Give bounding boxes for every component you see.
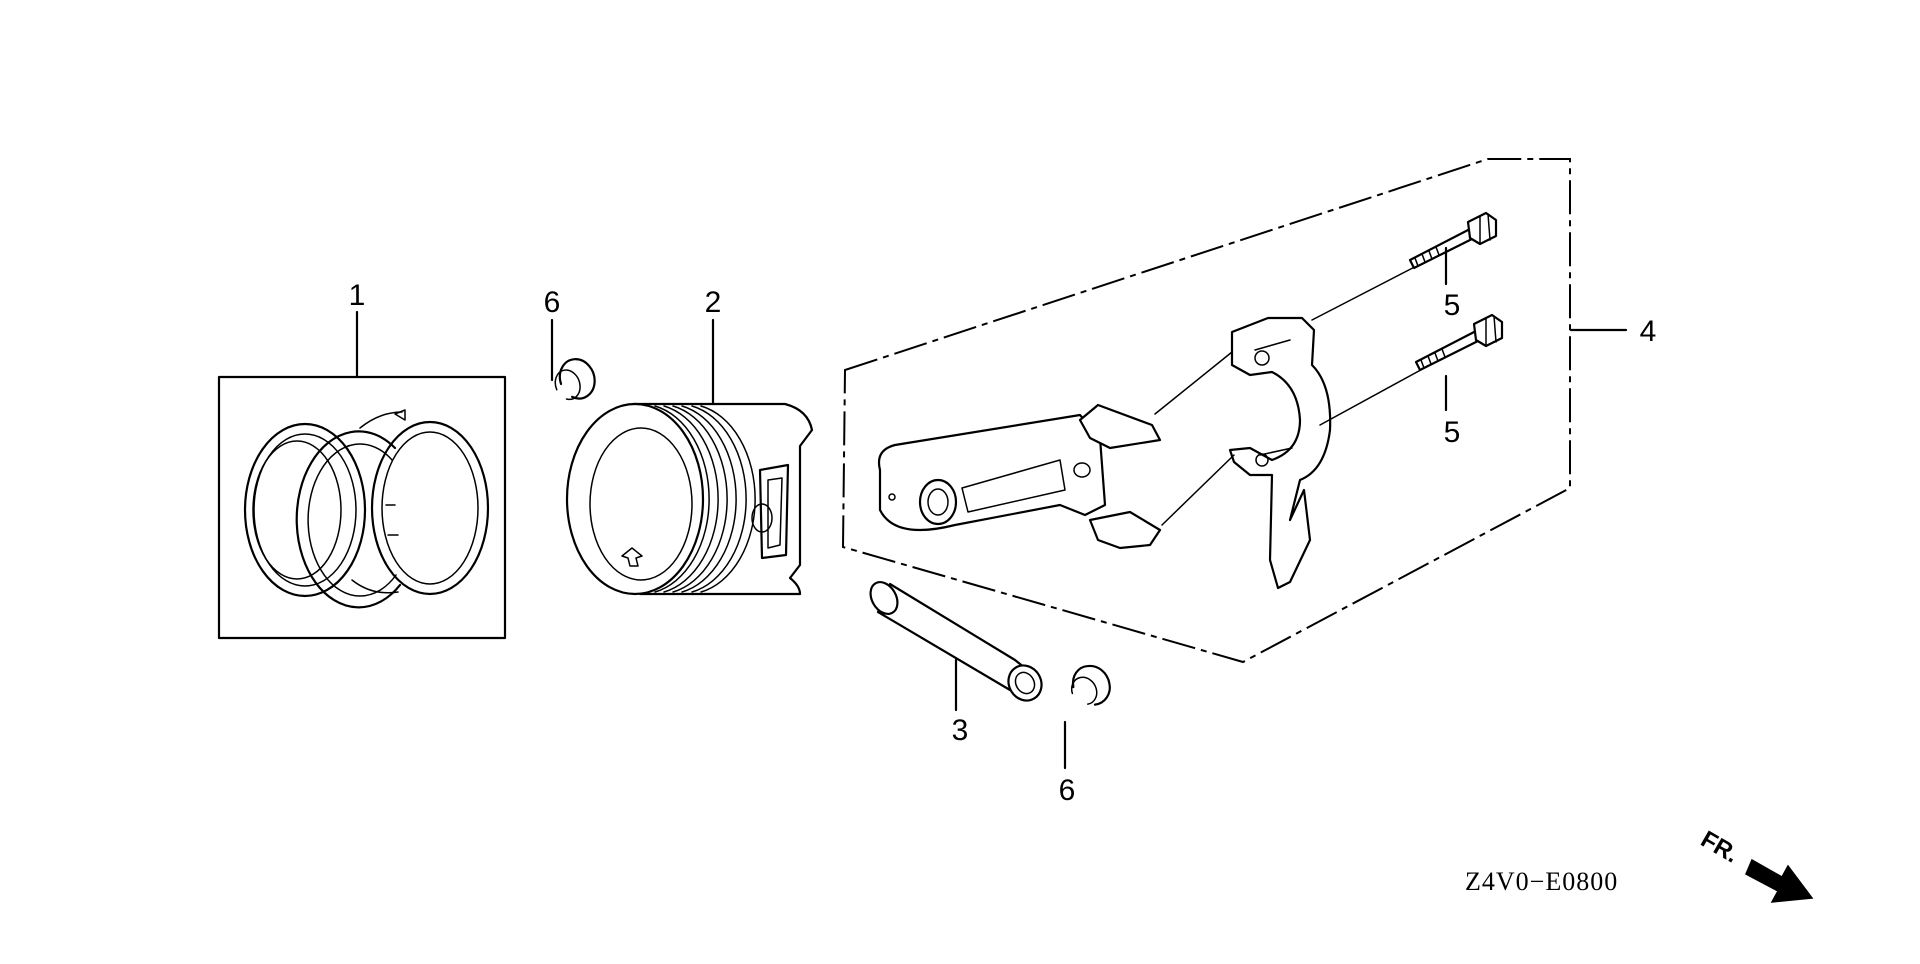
rod-bolt-lower (1414, 313, 1504, 372)
ring-set-box (217, 375, 507, 640)
group-outline (841, 158, 1571, 664)
arrow-down-right-icon (1745, 858, 1814, 903)
callout-6-upper: 6 (544, 286, 561, 319)
callout-5-upper: 5 (1444, 289, 1461, 322)
rod-bolt-upper (1408, 211, 1498, 270)
circlip-upper (554, 358, 596, 401)
circlip-lower (1071, 664, 1112, 706)
callout-5-lower: 5 (1444, 416, 1461, 449)
callout-1: 1 (349, 279, 366, 312)
callout-3: 3 (952, 714, 969, 747)
front-label: FR. (1696, 826, 1743, 869)
connecting-rod-group (841, 158, 1571, 664)
callout-4: 4 (1640, 315, 1657, 348)
piston (565, 402, 814, 596)
diagram-code: Z4V0−E0800 (1465, 867, 1618, 896)
callout-6-lower: 6 (1059, 774, 1076, 807)
front-indicator: FR. (1696, 826, 1814, 903)
piston-pin (869, 581, 1043, 702)
callout-2: 2 (705, 286, 722, 319)
piston-ring-set (217, 375, 507, 640)
leader-lines (355, 246, 1628, 770)
